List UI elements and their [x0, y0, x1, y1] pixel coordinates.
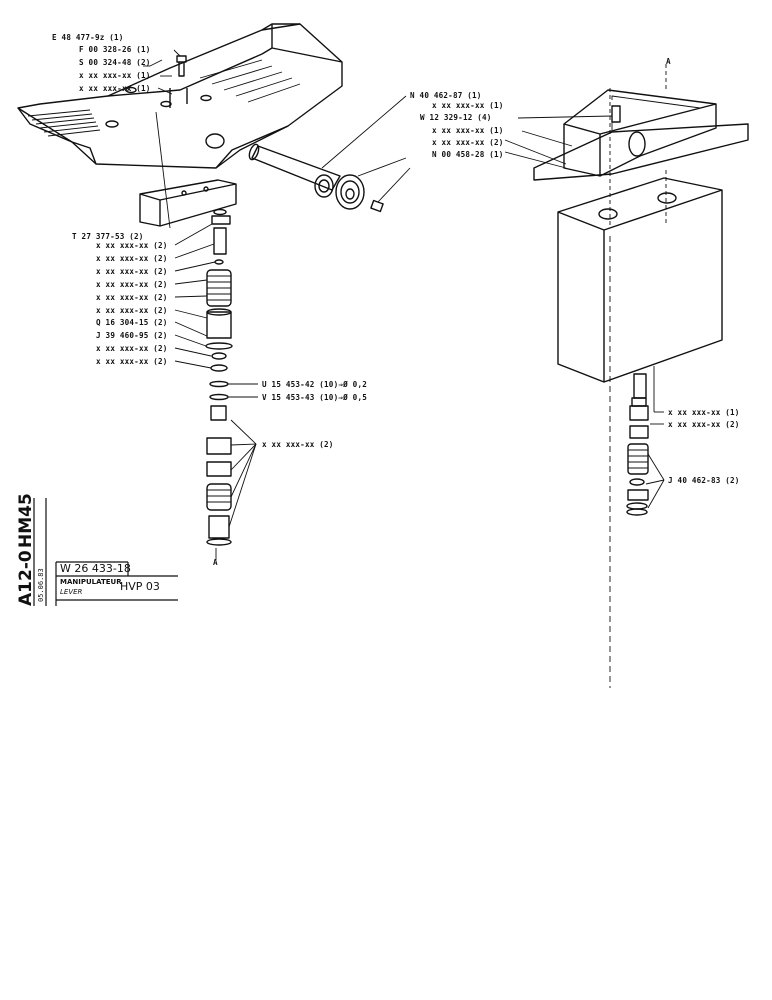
- part-callout: x xx xxx-xx (2): [262, 440, 334, 449]
- part-callout: x xx xxx-xx (2): [668, 420, 740, 429]
- section-mark: A: [213, 558, 218, 567]
- part-callout: x xx xxx-xx (1): [79, 84, 151, 93]
- part-callout: F 00 328-26 (1): [79, 45, 151, 54]
- part-callout: x xx xxx-xx (1): [432, 101, 504, 110]
- part-callout: x xx xxx-xx (2): [96, 280, 168, 289]
- part-callout: x xx xxx-xx (1): [668, 408, 740, 417]
- shim-callout: U 15 453-42 (10)⇒Ø 0,2: [262, 380, 367, 389]
- part-callout: x xx xxx-xx (2): [432, 138, 504, 147]
- part-callout: x xx xxx-xx (1): [432, 126, 504, 135]
- valve-stack-left: [205, 208, 233, 560]
- drawing-number: W 26 433-18: [60, 562, 131, 575]
- lever-housing: [533, 89, 749, 181]
- title-english: LEVER: [60, 588, 83, 596]
- part-callout: E 48 477-9z (1): [52, 33, 124, 42]
- valve-stack-right: [626, 373, 649, 516]
- valve-body-block: [557, 177, 723, 383]
- title-block-frame: [33, 498, 178, 606]
- shim-dimension: Ø 0,2: [343, 380, 367, 389]
- part-callout: x xx xxx-xx (2): [96, 344, 168, 353]
- pedal-part: [17, 23, 343, 169]
- title-french: MANIPULATEUR: [60, 578, 122, 586]
- block-part: [139, 179, 237, 227]
- part-callout: x xx xxx-xx (2): [96, 254, 168, 263]
- drawing-date: 05.06.83: [37, 568, 45, 602]
- shim-code: U 15 453-42 (10): [262, 380, 339, 389]
- part-callout: J 40 462-83 (2): [668, 476, 740, 485]
- part-callout: N 00 458-28 (1): [432, 150, 504, 159]
- part-callout: J 39 460-95 (2): [96, 331, 168, 340]
- screw-part: [169, 55, 188, 108]
- part-callout: S 00 324-48 (2): [79, 58, 151, 67]
- model-code: HM45: [16, 493, 36, 548]
- part-callout: T 27 377-53 (2): [72, 232, 144, 241]
- part-callout: x xx xxx-xx (2): [96, 306, 168, 315]
- sheet-code: A12-0: [16, 550, 36, 606]
- part-callout: x xx xxx-xx (2): [96, 241, 168, 250]
- shim-callout: V 15 453-43 (10)⇒Ø 0,5: [262, 393, 367, 402]
- part-callout: W 12 329-12 (4): [420, 113, 492, 122]
- part-callout: x xx xxx-xx (1): [79, 71, 151, 80]
- shim-code: V 15 453-43 (10): [262, 393, 339, 402]
- shim-dimension: Ø 0,5: [343, 393, 367, 402]
- pin-part: [248, 143, 384, 213]
- part-callout: Q 16 304-15 (2): [96, 318, 168, 327]
- part-callout: N 40 462-87 (1): [410, 91, 482, 100]
- arrow-icon: ⇒: [338, 380, 344, 389]
- arrow-icon: ⇒: [338, 393, 344, 402]
- section-mark: A: [666, 57, 671, 66]
- part-callout: x xx xxx-xx (2): [96, 267, 168, 276]
- part-callout: x xx xxx-xx (2): [96, 357, 168, 366]
- part-callout: x xx xxx-xx (2): [96, 293, 168, 302]
- variant-code: HVP 03: [120, 580, 160, 593]
